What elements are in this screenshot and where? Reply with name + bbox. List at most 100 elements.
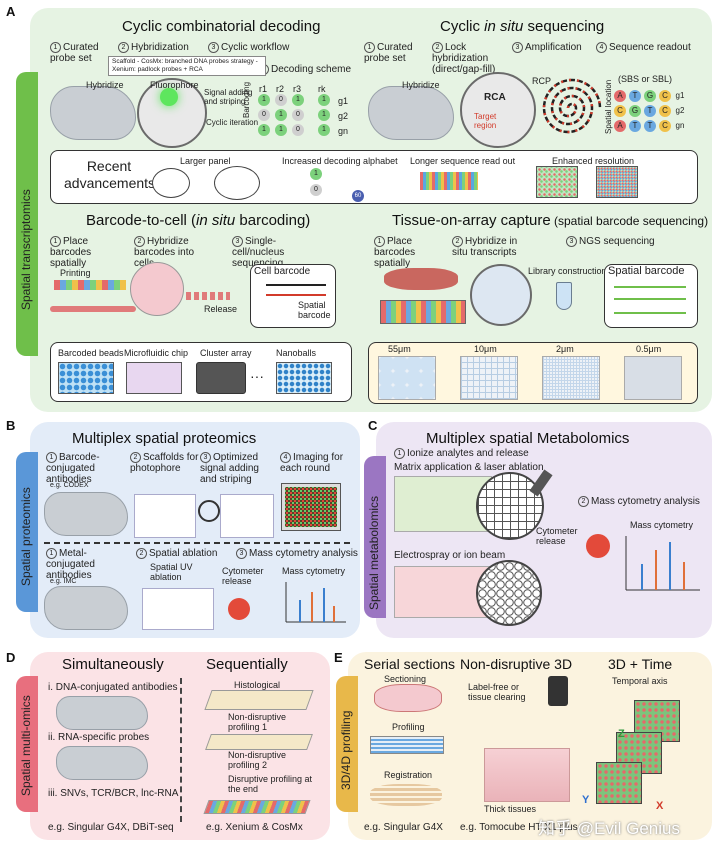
panel-c-side-tab xyxy=(364,456,386,618)
panel-b-letter: B xyxy=(6,418,16,433)
alphabet-1: 1 xyxy=(310,168,322,180)
tissue-array-title: Tissue-on-array capture (spatial barcode… xyxy=(392,212,709,229)
prot-tissue-top xyxy=(44,492,128,536)
thick-tissue-label: Thick tissues xyxy=(484,804,537,814)
cluster-array-icon xyxy=(196,362,246,394)
large-panel-icon xyxy=(214,166,260,200)
round-r3: r3 xyxy=(293,84,302,94)
advancements-title: Recent advancements xyxy=(64,158,156,191)
metabolomics-title: Multiplex spatial Metabolomics xyxy=(426,430,630,447)
seq-cell: T xyxy=(629,90,641,102)
tissue-block-icon xyxy=(374,684,442,712)
matrix-label: Matrix application & laser ablation xyxy=(394,462,544,473)
matrix-slide-icon xyxy=(394,476,492,532)
hybridize-zoom xyxy=(470,264,532,326)
registration-label: Registration xyxy=(384,770,433,780)
seq-cell: T xyxy=(644,105,656,117)
high-res-icon xyxy=(596,166,638,198)
cyclic-seq-title: Cyclic in situ sequencing xyxy=(440,18,605,35)
round-r2: r2 xyxy=(276,84,285,94)
spatial-barcode-box xyxy=(604,264,698,328)
signal-zoom xyxy=(220,494,274,538)
code-cell: 0 xyxy=(258,109,270,121)
barcode-to-cell-title: Barcode-to-cell (in situ barcoding) xyxy=(86,212,311,229)
sim-tissue-1 xyxy=(56,696,148,730)
cyclic-decoding-title: Cyclic combinatorial decoding xyxy=(122,18,321,35)
panel-a-letter: A xyxy=(6,4,16,19)
sim-tissue-2 xyxy=(56,746,148,780)
code-cell: 1 xyxy=(318,124,330,136)
panel-a-side-label: Spatial transcriptomics xyxy=(19,189,33,310)
seq-example: e.g. Xenium & CosMx xyxy=(206,822,303,833)
cytometer-release-c: Cytometer release xyxy=(536,526,578,546)
matrix-zoom xyxy=(476,472,544,540)
seq-cell: A xyxy=(614,120,626,132)
sbs-label: (SBS or SBL) xyxy=(618,74,673,84)
decoding-hybridize: Hybridize xyxy=(86,80,124,90)
code-cell: 1 xyxy=(258,94,270,106)
seq-cell: G xyxy=(629,105,641,117)
nanoballs-icon xyxy=(276,362,332,394)
imc-example: e.g. IMC xyxy=(50,578,77,585)
seq-item-2: Non-disruptive profiling 1 xyxy=(228,712,287,732)
mass-cytometry-b: Mass cytometry xyxy=(282,566,346,576)
prot-divider xyxy=(44,542,350,544)
microscope-icon xyxy=(548,676,568,706)
cb-line-2 xyxy=(266,294,326,296)
code-cell: 1 xyxy=(275,124,287,136)
axis-x-label: X xyxy=(656,800,664,812)
alphabet-60: 60 xyxy=(352,190,364,202)
panel-d-letter: D xyxy=(6,650,16,665)
electrospray-zoom xyxy=(476,560,542,626)
fluorophore-glow-icon xyxy=(160,88,178,106)
simultaneously-title: Simultaneously xyxy=(62,656,164,673)
scaffold-zoom xyxy=(134,494,196,538)
prot-tissue-bottom xyxy=(44,586,128,630)
panel-b-side-tab xyxy=(16,452,38,612)
barcode-array-icon xyxy=(380,300,466,324)
gene-g1: g1 xyxy=(338,96,349,106)
ellipsis-icon: ··· xyxy=(250,368,264,384)
code-cell: 1 xyxy=(318,94,330,106)
res-2-icon xyxy=(542,356,600,400)
temporal-axis-label: Temporal axis xyxy=(612,676,668,686)
cyclic-iteration: Cyclic iteration xyxy=(206,118,259,127)
cycle-arrow-icon xyxy=(198,500,220,522)
sim-example: e.g. Singular G4X, DBiT-seq xyxy=(48,822,174,833)
nd3d-title: Non-disruptive 3D xyxy=(460,656,573,672)
seq-cell: T xyxy=(644,120,656,132)
panel-e-letter: E xyxy=(334,650,343,665)
seq-slide-1 xyxy=(204,690,314,710)
panel-c-letter: C xyxy=(368,418,378,433)
microfluidic-icon xyxy=(126,362,182,394)
res-05-icon xyxy=(624,356,682,400)
signal-text: Signal adding and striping xyxy=(204,88,253,106)
rca-zoom xyxy=(460,72,536,148)
spatial-barcode-label: Spatial barcode xyxy=(298,300,331,320)
panel-e-side-label: 3D/4D profiling xyxy=(339,710,353,790)
imaging-screen-icon xyxy=(282,484,340,530)
seq-hybridize: Hybridize xyxy=(402,80,440,90)
printing-label: Printing xyxy=(60,268,91,278)
sequentially-title: Sequentially xyxy=(206,656,288,673)
sb-line-2 xyxy=(614,298,686,300)
res-55-icon xyxy=(378,356,436,400)
panel-c-side-label: Spatial metabolomics xyxy=(367,495,381,610)
panel-d-side-label: Spatial multi-omics xyxy=(19,695,33,796)
panel-e-side-tab xyxy=(336,676,358,812)
seq-cell: g1 xyxy=(675,91,685,100)
seq-cell: T xyxy=(629,120,641,132)
sim-item-3: iii. SNVs, TCR/BCR, lnc-RNA xyxy=(48,788,179,799)
rcp-spiral-icon xyxy=(542,78,602,134)
